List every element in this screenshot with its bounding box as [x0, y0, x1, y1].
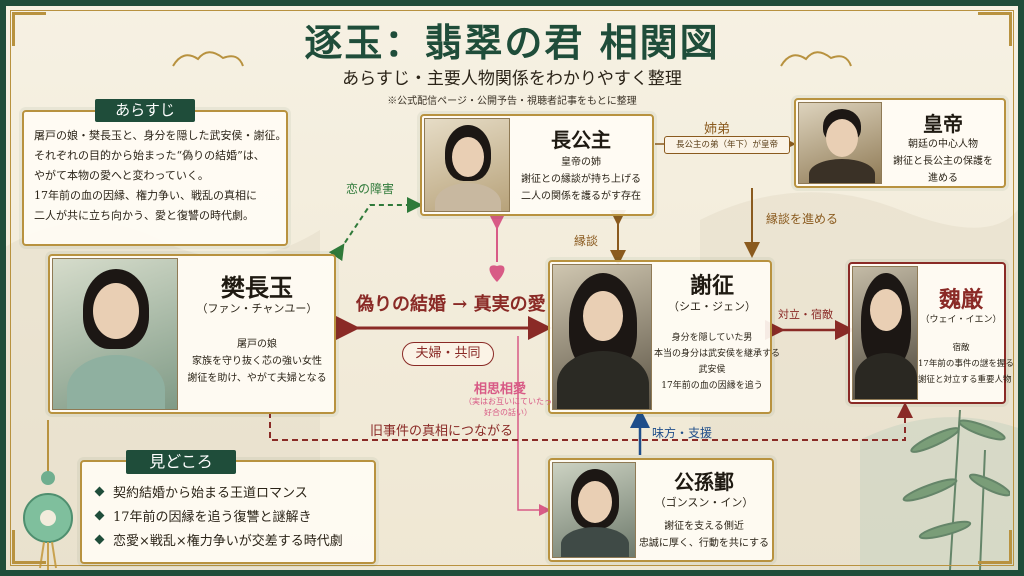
synopsis-line: やがて本物の愛へと変わっていく。 [34, 169, 209, 182]
corner-ornament [12, 12, 46, 46]
diamond-bullet-icon [94, 534, 105, 545]
princess-portrait [424, 118, 510, 212]
cloud-ornament-left [172, 51, 244, 67]
xie-portrait [552, 264, 652, 410]
wei-name: 魏厳 [938, 287, 983, 313]
princess-name: 長公主 [551, 128, 611, 152]
corner-ornament [978, 12, 1012, 46]
sibling-note: 長公主の弟（年下）が皇帝 [664, 136, 790, 154]
main-relation-label: 偽りの結婚 → 真実の愛 [356, 294, 546, 315]
page-title: 逐玉：翡翠の君 相関図 [304, 20, 720, 65]
old-case-line [269, 402, 913, 441]
xie-reading: （シエ・ジェン） [668, 300, 756, 313]
mutual-love-label: 相思相愛 [474, 382, 527, 397]
love-obstacle-arrow [328, 197, 423, 262]
wei-description: 宿敵 17年前の事件の謎を握る 謝征と対立する重要人物 [918, 343, 1014, 385]
emperor-name: 皇帝 [923, 112, 963, 136]
mutual-love-note: （実はお互いにていたっ 好合の話い） [464, 397, 552, 417]
inner-frame [10, 10, 1014, 566]
synopsis-panel [22, 110, 288, 246]
fan-reading: （ファン・チャンユー） [196, 302, 318, 315]
emperor-portrait [798, 102, 882, 184]
diamond-bullet-icon [94, 486, 105, 497]
xie-description: 身分を隠していた男 本当の身分は武安侯を継承する 武安侯 17年前の血の因縁を追… [654, 333, 781, 391]
highlight-item: 契約結婚から始まる王道ロマンス [94, 482, 343, 506]
gong-description: 謝征を支える側近 忠誠に厚く、行動を共にする [638, 521, 770, 549]
love-obstacle-label: 恋の障害 [346, 182, 395, 196]
synopsis-text: 屠戸の娘・樊長玉と、身分を隠した武安侯・謝征。 それぞれの目的から始まった“偽り… [34, 126, 287, 226]
synopsis-label: あらすじ [95, 99, 195, 122]
synopsis-line: 二人が共に立ち向かう、愛と復讐の時代劇。 [34, 209, 254, 222]
diamond-bullet-icon [94, 510, 105, 521]
gong-reading: （ゴンスン・イン） [654, 496, 754, 509]
gong-name: 公孫鄞 [674, 470, 734, 494]
cloud-ornament-right [780, 51, 852, 67]
gong-portrait [552, 462, 636, 558]
source-note: ※公式配信ページ・公開予告・視聴者記事をもとに整理 [387, 96, 637, 107]
synopsis-line: それぞれの目的から始まった“偽りの結婚”は、 [34, 149, 265, 162]
promote-marriage-label: 縁談を進める [766, 212, 839, 226]
jade-pendant-decoration [23, 420, 73, 570]
couple-badge: 夫婦・共同 [402, 342, 494, 366]
mutual-love-arrow [517, 336, 551, 516]
bamboo-decoration [902, 409, 1010, 570]
princess-description: 皇帝の姉 謝征との縁談が持ち上げる 二人の関係を護るがす存在 [521, 157, 641, 202]
fan-name: 樊長玉 [221, 273, 293, 302]
highlight-item: 17年前の因縁を追う復讐と謎解き [94, 506, 343, 530]
heart-icon [489, 265, 505, 282]
highlights-label: 見どころ [126, 450, 236, 474]
ally-label: 味方・支援 [652, 426, 713, 440]
sibling-label: 姉弟 [704, 122, 731, 137]
xie-name: 謝征 [689, 273, 734, 299]
synopsis-line: 屠戸の娘・樊長玉と、身分を隠した武安侯・謝征。 [34, 129, 287, 142]
rivalry-label: 対立・宿敵 [778, 308, 833, 321]
fan-portrait [52, 258, 178, 410]
corner-ornament [978, 530, 1012, 564]
fan-description: 屠戸の娘 家族を守り抜く芯の強い女性 謝征を助け、やがて夫婦となる [187, 339, 327, 384]
synopsis-line: 17年前の血の因縁、権力争い、戦乱の真相に [34, 189, 257, 202]
highlights-list: 契約結婚から始まる王道ロマンス 17年前の因縁を追う復讐と謎解き 恋愛×戦乱×権… [94, 482, 343, 554]
corner-ornament [12, 530, 46, 564]
emperor-description: 朝廷の中心人物 謝征と長公主の保護を 進める [893, 139, 993, 184]
highlight-item: 恋愛×戦乱×権力争いが交差する時代劇 [94, 530, 343, 554]
marriage-talk-label: 縁談 [574, 234, 599, 248]
wei-reading: （ウェイ・イエン） [920, 315, 1002, 325]
highlights-panel [80, 460, 376, 564]
wei-portrait [852, 266, 918, 400]
old-case-label: 旧事件の真相につながる [370, 424, 514, 439]
page-subtitle: あらすじ・主要人物関係をわかりやすく整理 [342, 69, 682, 89]
